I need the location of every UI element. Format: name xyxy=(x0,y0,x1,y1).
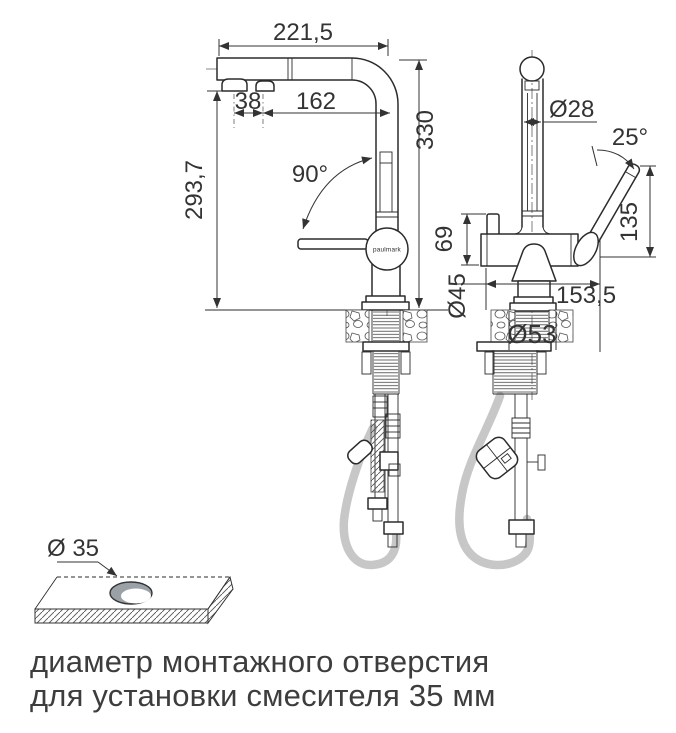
swivel-arc xyxy=(302,156,373,230)
dim-spout-reach: 162 xyxy=(296,88,336,115)
hose-quick-connector xyxy=(475,436,519,480)
valve-detail xyxy=(388,463,401,477)
faucet-side-view: paulmark xyxy=(205,57,448,570)
brand-logo: paulmark xyxy=(373,247,401,254)
slab-right-face xyxy=(207,575,234,625)
tube-connector-1 xyxy=(372,395,388,418)
countertop-section-left xyxy=(345,309,370,343)
dim-mounting-hole-diameter: Ø 35 xyxy=(47,535,99,562)
dim-spout-pipe-diameter: Ø28 xyxy=(549,96,594,123)
dim-lever-tilt-angle: 25° xyxy=(612,124,648,151)
tube-nut-2 xyxy=(383,521,404,535)
spout-outline xyxy=(216,57,399,239)
supply-tube-front-long xyxy=(514,437,528,521)
dimensions-side-view: 221,5 38 162 293,7 330 90° xyxy=(181,19,439,308)
bracket-tab-front-right xyxy=(536,351,547,375)
tube-side-tab xyxy=(537,454,546,471)
spout-tip-front xyxy=(519,56,545,82)
logo-medallion xyxy=(365,227,409,271)
tube-nut-1 xyxy=(367,497,388,510)
lever-angle-arc xyxy=(596,149,635,170)
dim-total-height: 330 xyxy=(412,110,439,150)
pipe-inner-detail xyxy=(379,151,393,164)
tube-end-front xyxy=(515,533,527,548)
dim-body-diameter: Ø45 xyxy=(444,273,471,318)
dim-base-diameter: Ø53 xyxy=(507,319,556,349)
shutoff-valve-handle xyxy=(347,439,373,465)
spout-tip-neck xyxy=(524,80,540,91)
shank-threads-counter xyxy=(373,311,399,341)
caption: диаметр монтажного отверстия для установ… xyxy=(30,645,496,713)
angle-ref-line xyxy=(591,145,598,167)
pipe-shoulder xyxy=(514,226,551,235)
lever-handle-side xyxy=(297,238,369,250)
dim-body-section-height: 69 xyxy=(431,226,458,253)
dim-lever-length: 135 xyxy=(616,202,643,242)
supply-tube-front xyxy=(514,393,528,419)
bracket-tab-left xyxy=(361,351,372,375)
slab-front-face xyxy=(34,608,209,624)
flex-hose-side-view xyxy=(339,423,401,570)
base-step-2 xyxy=(361,301,410,311)
countertop-front-right xyxy=(548,309,574,343)
flex-hose-front-view xyxy=(455,391,535,570)
faucet-front-view xyxy=(455,50,641,570)
mounting-nut xyxy=(362,341,410,352)
tube-nut-front xyxy=(508,519,535,535)
spray-button-1 xyxy=(221,78,248,92)
dim-body-depth: 153,5 xyxy=(556,282,616,309)
bracket-tab-front-left xyxy=(484,351,495,375)
leader-arrow xyxy=(97,561,118,577)
mounting-hole-diagram: Ø 35 xyxy=(34,535,234,625)
spray-button-2 xyxy=(255,80,275,92)
dim-swivel-angle: 90° xyxy=(292,161,328,188)
shank-threads-front xyxy=(516,311,548,341)
dim-height-under-spout: 293,7 xyxy=(181,160,208,220)
countertop-section-right xyxy=(402,309,428,343)
shank-threads-front-lower xyxy=(494,351,536,393)
tube-end-2 xyxy=(387,533,398,548)
diverter-knob xyxy=(486,213,500,236)
mounting-hole-highlight xyxy=(121,588,151,604)
countertop-front-left xyxy=(490,309,516,343)
dim-spray-buttons-offset: 38 xyxy=(235,88,262,115)
dim-total-width: 221,5 xyxy=(273,19,333,46)
tube-end-1 xyxy=(372,508,383,522)
lever-joint xyxy=(573,231,599,267)
caption-line-1: диаметр монтажного отверстия xyxy=(30,644,490,679)
body-cone xyxy=(511,243,557,282)
dimensions-front-view: Ø28 25° 135 69 Ø45 153,5 Ø53 xyxy=(431,96,656,352)
bracket-tab-right xyxy=(400,351,411,375)
caption-line-2: для установки смесителя 35 мм xyxy=(30,678,496,713)
shank-threads-lower xyxy=(374,352,398,393)
